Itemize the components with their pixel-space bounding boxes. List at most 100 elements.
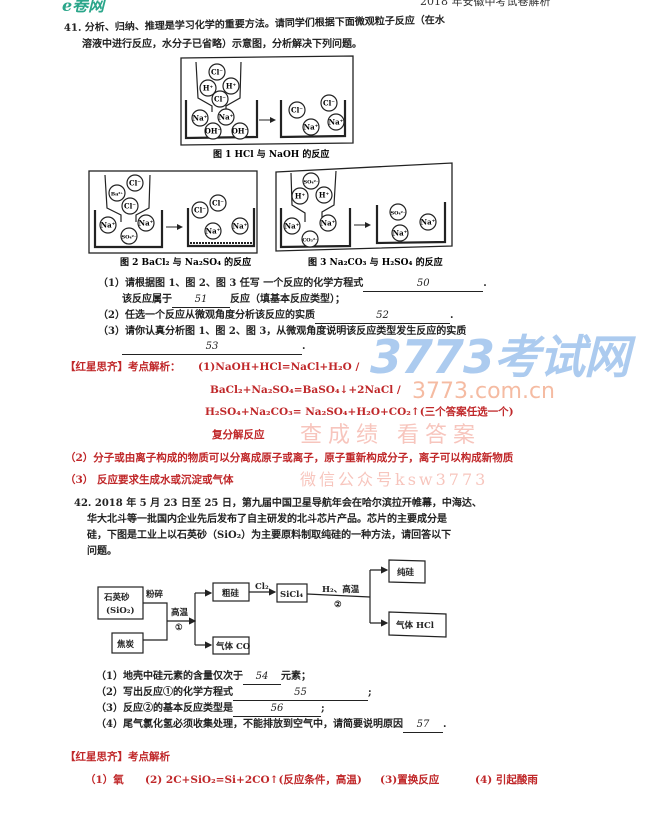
fig2-beaker-particle <box>120 227 138 245</box>
a41-eq2: BaCl₂+Na₂SO₄=BaSO₄↓+2NaCl / <box>210 384 401 396</box>
a42-answer1: （1）氧 <box>85 774 124 786</box>
q42-stem-line2: 华大北斗等一批国内企业先后发布了自主研发的北斗芯片产品。芯片的主要成分是 <box>87 514 447 525</box>
fig1-funnel-particle <box>199 79 217 97</box>
fig1-product-particle-label: Na⁺ <box>304 123 319 132</box>
flow-sicl4: SiCl₄ <box>280 590 303 600</box>
fig1-funnel-particle <box>222 77 240 95</box>
flow-quartz-formula: (SiO₂) <box>106 605 135 616</box>
a41-answer2: （2）分子或由离子构成的物质可以分离成原子或离子，原子重新构成分子，离子可以构成… <box>65 452 514 464</box>
fig3-beaker-particle-label: CO₃²⁻ <box>302 238 318 244</box>
fig1-funnel-particle-label: Cl⁻ <box>211 68 223 77</box>
q41-part1c-text: 反应（填基本反应类型）； <box>230 294 345 305</box>
fig1-beaker-particle <box>231 122 249 140</box>
site-logo: e卷网 <box>62 0 105 15</box>
watermark-slogan: 查成绩 看答案 <box>300 423 481 448</box>
fig1-funnel-particle <box>208 63 226 81</box>
a42-label: 【红星思齐】考点解析 <box>65 751 170 763</box>
flow-h2-heat-label: H₂、高温 <box>322 584 360 595</box>
fig3-beaker-particle <box>301 230 319 248</box>
fig1-product-particle-label: Cl⁻ <box>323 99 335 108</box>
fig2-beaker-particle <box>99 216 117 234</box>
q41-part3: （3）请你认真分析图 1、图 2、图 3，从微观角度说明该反应类型发生反应的实质 <box>98 326 467 337</box>
header-title: 2018 年安徽中考试卷解析 <box>420 0 551 8</box>
fig1-product-particle-label: Cl⁻ <box>291 106 303 115</box>
fig2-beaker-particle-label: SO₄²⁻ <box>122 235 137 241</box>
fig3-funnel-particle-label: SO₄²⁻ <box>304 180 319 186</box>
fig1-beaker-particle <box>217 108 235 126</box>
flow-crush-label: 粉碎 <box>146 589 164 600</box>
a41-type: 复分解反应 <box>212 429 265 441</box>
fig1-funnel-particle-label: Cl⁻ <box>214 95 226 104</box>
fig2-beaker-particle-label: Na⁺ <box>139 219 154 228</box>
fig2-funnel-particle <box>108 184 126 202</box>
blank-54: 54 <box>242 669 281 685</box>
fig1-beaker-particle-label: Na⁺ <box>219 113 234 122</box>
flow-step2: ② <box>334 600 342 610</box>
fig1-beaker-particle <box>204 122 222 140</box>
blank-56: 56 <box>232 701 321 717</box>
fig3-product-particle <box>389 203 407 221</box>
fig2-product-particle <box>209 194 227 212</box>
fig2-funnel-particle <box>121 197 139 215</box>
fig2-product-particle-label: Na⁺ <box>233 222 248 231</box>
fig2-beaker-particle <box>137 214 155 232</box>
q42-part4-text: （4）尾气氯化氢必须收集处理，不能排放到空气中，请简要说明原因 <box>96 719 403 730</box>
a42-answer4: (4) 引起酸雨 <box>475 774 538 786</box>
a42-answer2: (2) 2C+SiO₂=Si+2CO↑(反应条件，高温) <box>145 774 362 786</box>
fig2-funnel-particle-label: Ba²⁺ <box>111 192 124 198</box>
fig3-product-particle-label: Na⁺ <box>393 229 408 238</box>
fig1-product-particle <box>302 118 320 136</box>
fig3-beaker-particle-label: Na⁺ <box>321 219 336 228</box>
fig3-product-particle <box>391 224 409 242</box>
fig1-funnel-particle <box>211 90 229 108</box>
fig1-funnel-particle-label: H⁺ <box>226 82 237 91</box>
a41-answer3: （3） 反应要求生成水或沉淀或气体 <box>65 474 234 486</box>
a41-eq1: (1)NaOH+HCl=NaCl+H₂O / <box>198 361 360 373</box>
flow-hcl: 气体 HCl <box>395 620 435 631</box>
blank-52: 52 <box>314 308 450 324</box>
fig2-product-particle-label: Na⁺ <box>206 227 221 236</box>
q42-stem-line4: 问题。 <box>87 546 117 557</box>
fig1-beaker-particle-label: OH⁻ <box>205 127 222 136</box>
q42-part2-text: （2）写出反应①的化学方程式 <box>96 687 233 698</box>
a42-answer3: (3)置换反应 <box>380 774 440 786</box>
flow-quartz: 石英砂 <box>103 592 130 603</box>
q41-part2-text: （2）任选一个反应从微观角度分析该反应的实质 <box>98 310 315 321</box>
blank-57: 57 <box>402 717 443 733</box>
q41-part1-text: （1）请根据图 1、图 2、图 3 任写 一个反应的化学方程式 <box>98 278 364 289</box>
fig3-caption: 图 3 Na₂CO₃ 与 H₂SO₄ 的反应 <box>308 256 443 268</box>
fig3-beaker-particle <box>319 214 337 232</box>
fig3-funnel-particle <box>291 187 309 205</box>
fig1-product-particle <box>327 113 345 131</box>
fig1-beaker-particle-label: OH⁻ <box>232 127 249 136</box>
fig3-beaker-particle-label: Na⁺ <box>285 222 300 231</box>
q42-part3-text: （3）反应②的基本反应类型是 <box>96 703 233 714</box>
flow-heat1-label: 高温 <box>171 607 189 618</box>
flow-pure-si: 纯硅 <box>397 567 415 578</box>
flow-co: 气体 CO <box>215 641 251 652</box>
blank-51: 51 <box>172 292 230 308</box>
q41-part1b-text: 该反应属于 <box>122 294 172 305</box>
a41-label: 【红星思齐】考点解析： <box>65 361 181 373</box>
fig1-beaker-particle <box>191 109 209 127</box>
flow-step1: ① <box>175 623 183 633</box>
q42-stem-line1: 42. 2018 年 5 月 23 日至 25 日，第九届中国卫星导航年会在哈尔… <box>74 498 482 509</box>
fig1-caption: 图 1 HCl 与 NaOH 的反应 <box>213 148 329 160</box>
flowchart <box>97 559 447 655</box>
fig3-funnel-particle-label: H⁺ <box>295 192 306 201</box>
fig3-funnel-particle <box>315 186 333 204</box>
fig2-product-particle-label: Cl⁻ <box>194 206 206 215</box>
q42-stem-line3: 硅，下图是工业上以石英砂（SiO₂）为主要原料制取纯硅的一种方法，请回答以下 <box>87 530 452 541</box>
fig2-product-particle <box>204 222 222 240</box>
fig2-funnel-particle-label: Cl⁻ <box>124 202 136 211</box>
fig3-product-particle <box>419 213 437 231</box>
watermark-wechat: 微信公众号ksw3773 <box>300 470 489 489</box>
blank-50: 50 <box>363 276 484 292</box>
